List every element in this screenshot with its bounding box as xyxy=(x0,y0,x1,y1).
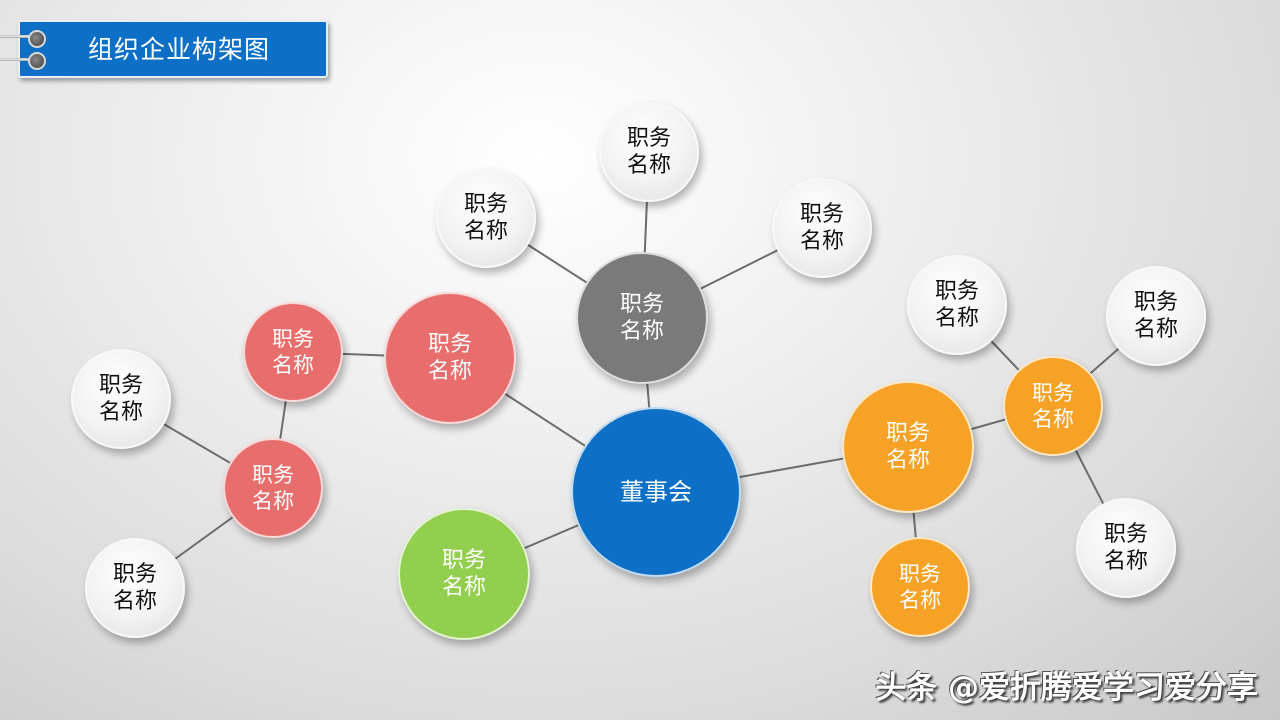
watermark: 头条 @爱折腾爱学习爱分享 xyxy=(875,670,1258,706)
node-label: 职务 名称 xyxy=(799,201,844,255)
node-g3[interactable]: 职务 名称 xyxy=(772,178,872,278)
node-label: 职务 名称 xyxy=(272,326,314,377)
node-red-top[interactable]: 职务 名称 xyxy=(243,302,343,402)
node-label: 职务 名称 xyxy=(1103,521,1148,575)
node-g1[interactable]: 职务 名称 xyxy=(599,102,699,202)
node-g6[interactable]: 职务 名称 xyxy=(907,255,1007,355)
title-tab: 组织企业构架图 xyxy=(18,20,328,78)
node-g2[interactable]: 职务 名称 xyxy=(436,168,536,268)
node-label: 职务 名称 xyxy=(626,125,671,179)
node-green[interactable]: 职务 名称 xyxy=(398,508,530,640)
node-label: 职务 名称 xyxy=(1032,380,1074,431)
node-g8[interactable]: 职务 名称 xyxy=(1076,498,1176,598)
node-red-main[interactable]: 职务 名称 xyxy=(384,292,516,424)
binder-wire xyxy=(0,35,34,38)
node-label: 职务 名称 xyxy=(885,420,930,474)
node-label: 职务 名称 xyxy=(1133,289,1178,343)
binder-wire xyxy=(0,58,34,61)
node-label: 董事会 xyxy=(620,478,692,506)
node-label: 职务 名称 xyxy=(427,331,472,385)
node-gray-main[interactable]: 职务 名称 xyxy=(576,252,708,384)
binder-ring-icon xyxy=(28,52,46,70)
node-g7[interactable]: 职务 名称 xyxy=(1106,266,1206,366)
binder-ring-icon xyxy=(28,30,46,48)
node-orange-main[interactable]: 职务 名称 xyxy=(842,381,974,513)
node-label: 职务 名称 xyxy=(441,547,486,601)
node-label: 职务 名称 xyxy=(619,291,664,345)
node-label: 职务 名称 xyxy=(463,191,508,245)
node-orange-right[interactable]: 职务 名称 xyxy=(1003,356,1103,456)
node-orange-bottom[interactable]: 职务 名称 xyxy=(870,537,970,637)
node-label: 职务 名称 xyxy=(934,278,979,332)
node-label: 职务 名称 xyxy=(98,372,143,426)
node-board[interactable]: 董事会 xyxy=(571,407,741,577)
page-title: 组织企业构架图 xyxy=(88,35,271,64)
node-g5[interactable]: 职务 名称 xyxy=(85,538,185,638)
node-label: 职务 名称 xyxy=(252,462,294,513)
node-g4[interactable]: 职务 名称 xyxy=(71,349,171,449)
node-label: 职务 名称 xyxy=(899,561,941,612)
node-label: 职务 名称 xyxy=(112,561,157,615)
node-red-mid[interactable]: 职务 名称 xyxy=(223,438,323,538)
